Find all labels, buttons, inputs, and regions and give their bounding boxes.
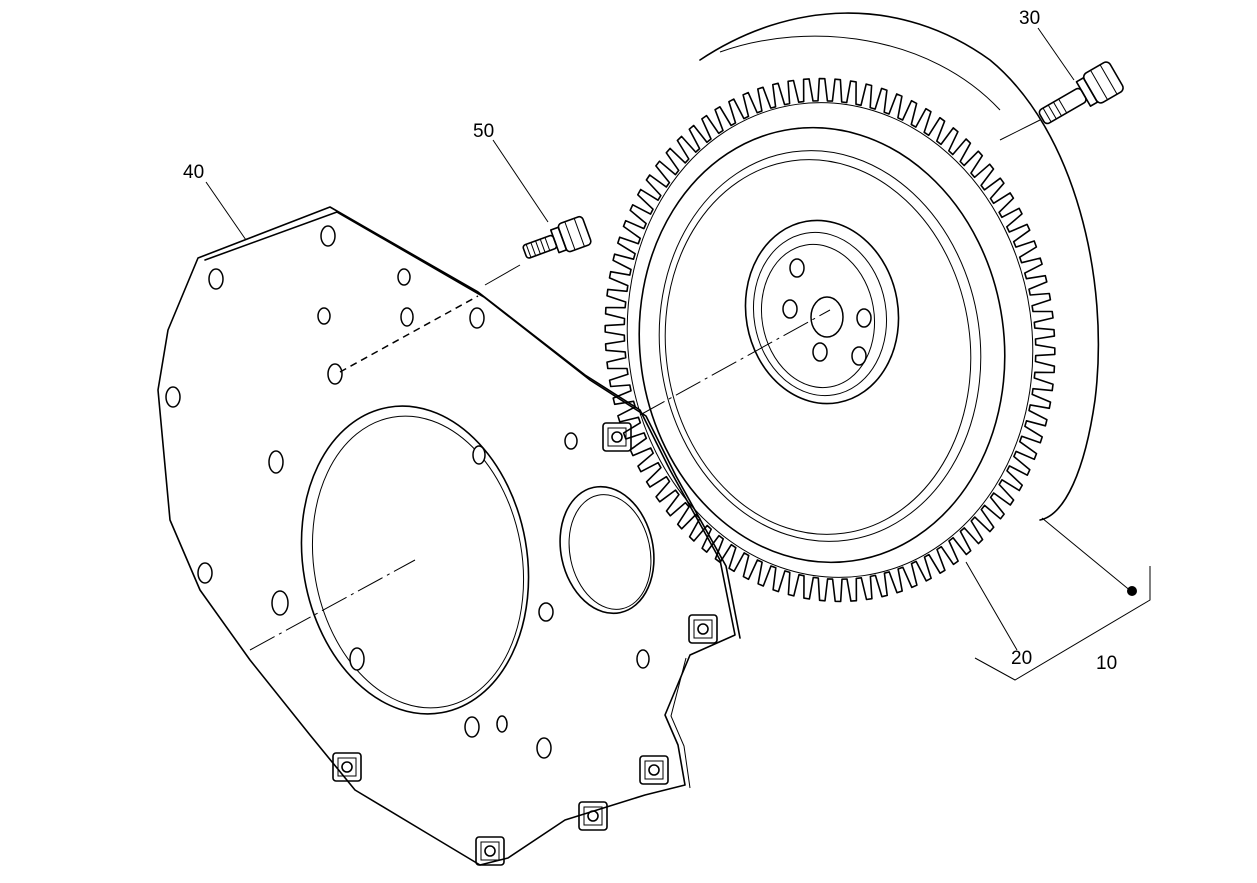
plate-hole: [496, 715, 508, 733]
plate-hole: [564, 432, 578, 450]
square-nut: [578, 801, 608, 831]
axis-line-flywheel: [639, 309, 831, 416]
square-nut: [688, 614, 718, 644]
flywheel-hub-holes: [782, 258, 872, 366]
plate-hole: [636, 649, 650, 669]
callout-50: 50: [473, 121, 495, 142]
plate-hole: [327, 363, 343, 385]
callout-30: 30: [1019, 8, 1041, 29]
plate-hole: [400, 307, 414, 327]
adapter-plate-main-bore: [300, 405, 530, 715]
callout-40: 40: [183, 162, 205, 183]
adapter-plate-main-bore-inner: [311, 415, 525, 709]
plate-hole: [397, 268, 411, 286]
square-nut: [332, 752, 362, 782]
plate-hole: [317, 307, 331, 325]
axis-line-bolt: [999, 119, 1041, 141]
flywheel-face: [638, 126, 1006, 564]
flywheel-hub-ring: [752, 231, 888, 397]
adapter-plate-edge: [204, 211, 741, 639]
hub-hole: [782, 299, 798, 319]
plate-bolt: [522, 215, 592, 259]
bolt-path-dashed: [339, 295, 479, 373]
hub-hole: [812, 342, 828, 362]
plate-hole: [165, 386, 181, 408]
adapter-plate-nuts: [332, 422, 718, 866]
callout-20: 20: [1011, 648, 1033, 669]
plate-hole: [536, 737, 552, 759]
leader-50: [492, 139, 549, 223]
adapter-plate-outline: [157, 206, 736, 866]
leader-30: [1037, 27, 1075, 81]
plate-hole: [464, 716, 480, 738]
flywheel-face-step: [658, 150, 982, 542]
flywheel-back-rim: [699, 12, 1100, 521]
adapter-plate-holes: [165, 225, 650, 759]
adapter-plate-small-bore: [559, 485, 655, 615]
leader-40: [205, 181, 247, 241]
square-nut: [602, 422, 632, 452]
hub-hole: [789, 258, 805, 278]
flywheel-hub-outer: [744, 219, 900, 405]
callout-10: 10: [1096, 653, 1118, 674]
adapter-plate: [157, 206, 741, 866]
plate-hole: [349, 647, 365, 671]
plate-hole: [538, 602, 554, 622]
flywheel-rim-edge: [719, 35, 1001, 111]
flywheel-pilot-bore: [810, 296, 844, 338]
square-nut: [475, 836, 505, 866]
plate-hole: [472, 445, 486, 465]
plate-hole: [197, 562, 213, 584]
flywheel-face-step2: [664, 159, 972, 535]
reference-dot: [1127, 586, 1137, 596]
plate-hole: [469, 307, 485, 329]
hub-hole: [856, 308, 872, 328]
leader-20: [965, 561, 1018, 651]
plate-hole: [320, 225, 336, 247]
ring-gear-root: [626, 102, 1034, 578]
plate-hole: [208, 268, 224, 290]
ring-gear-teeth: [604, 77, 1056, 603]
flywheel-assembly: [604, 12, 1100, 603]
plate-hole: [271, 590, 289, 616]
plate-hole: [268, 450, 284, 474]
hub-hole: [851, 346, 867, 366]
adapter-plate-small-bore-inner: [568, 494, 652, 610]
flywheel-hub-inner: [760, 243, 876, 389]
adapter-plate-edge-bottom: [670, 657, 691, 789]
square-nut: [639, 755, 669, 785]
flywheel-bolt: [1038, 61, 1124, 125]
bracket-10: [974, 566, 1151, 681]
axis-line-plate-bolt: [484, 264, 521, 286]
leader-10: [1041, 517, 1133, 593]
axis-line-plate: [249, 559, 416, 651]
